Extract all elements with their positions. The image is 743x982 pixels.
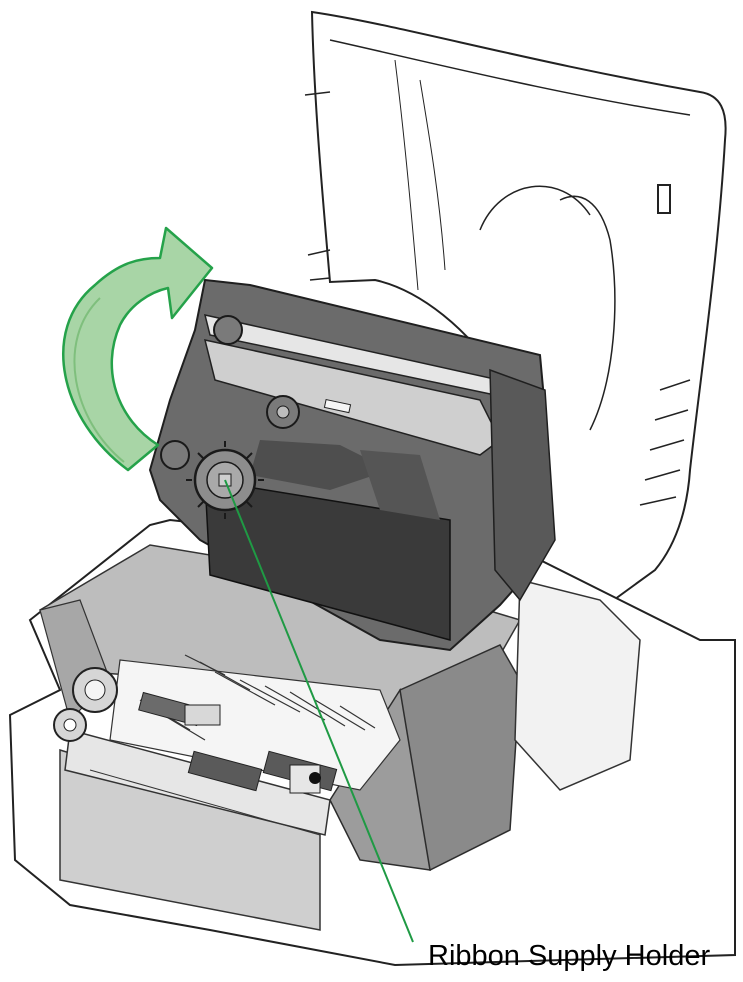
curved-rotate-arrow-icon (62, 226, 214, 472)
platen-gear-icon (53, 667, 118, 742)
callout-leader-line (224, 479, 414, 943)
media-path (64, 654, 401, 836)
print-head-mechanism (148, 278, 556, 652)
top-cover (304, 10, 727, 612)
ribbon-supply-holder-label: Ribbon Supply Holder (428, 940, 711, 972)
